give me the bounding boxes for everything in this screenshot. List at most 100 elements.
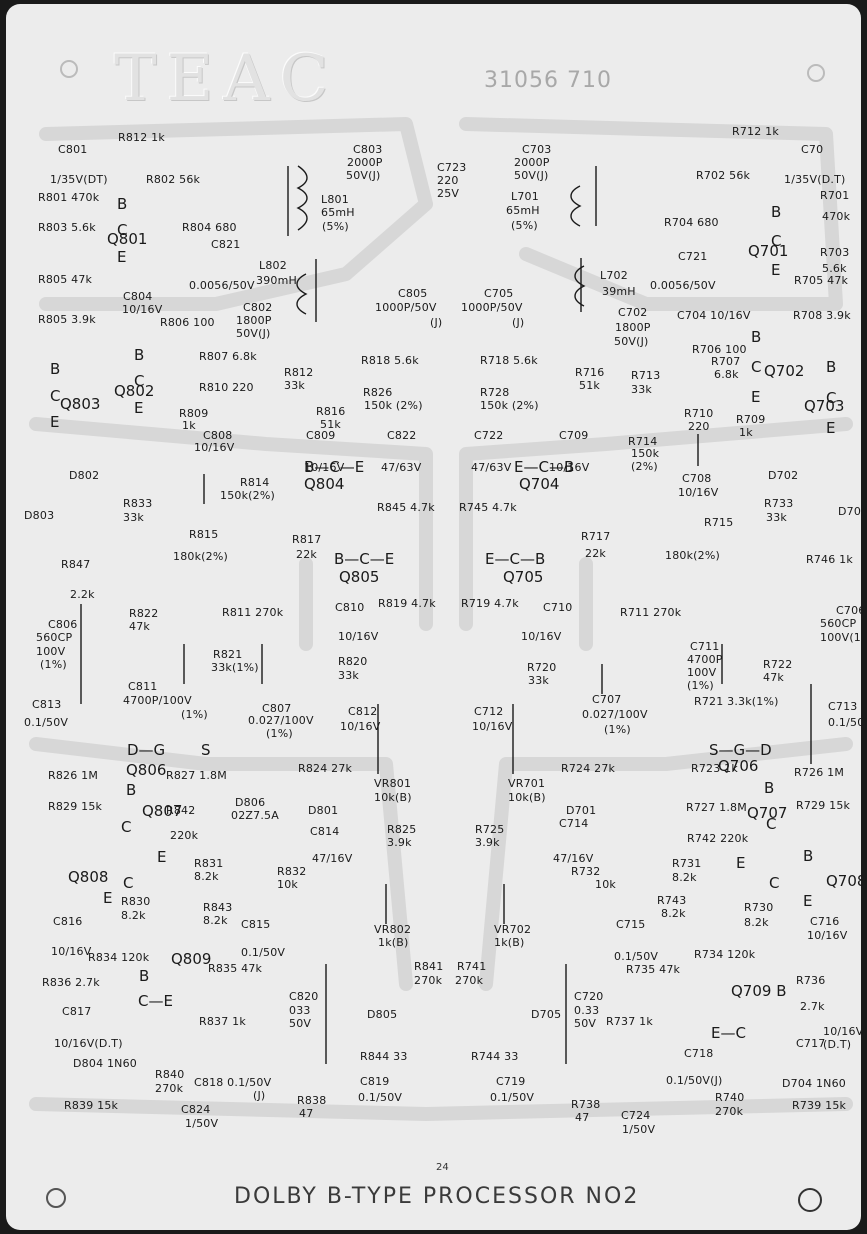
component-label: R702 56k	[696, 169, 751, 182]
component-label: R803 5.6k	[38, 221, 96, 234]
component-label: 47/16V	[312, 852, 353, 865]
transistor-label: Q804	[304, 475, 345, 493]
component-label: R718 5.6k	[480, 354, 538, 367]
transistor-label: C	[50, 387, 61, 405]
component-label: 33k	[338, 669, 359, 682]
component-label: 51k	[320, 418, 341, 431]
component-label: R735 47k	[626, 963, 681, 976]
component-label: 5.6k	[822, 262, 847, 275]
component-label: R821	[213, 648, 243, 661]
component-label: R713	[631, 369, 661, 382]
component-label: 0.1/50V	[241, 946, 286, 959]
component-label: 10k(B)	[508, 791, 546, 804]
component-label: R820	[338, 655, 368, 668]
component-label: C815	[241, 918, 271, 931]
component-label: 0.1/50V	[614, 950, 659, 963]
component-label: 270k	[155, 1082, 184, 1095]
component-label: C714	[559, 817, 589, 830]
component-label: 10/16V	[549, 461, 590, 474]
component-label: 6.8k	[714, 368, 739, 381]
component-label: 390mH	[256, 274, 297, 287]
component-label: C716	[810, 915, 840, 928]
transistor-label: E	[771, 261, 781, 279]
component-label: C801	[58, 143, 88, 156]
transistor-label: Q709 B	[731, 982, 787, 1000]
component-label: R812	[284, 366, 314, 379]
component-label: L702	[600, 269, 628, 282]
component-label: R734 120k	[694, 948, 756, 961]
component-label: 220	[688, 420, 710, 433]
transistor-label: C	[766, 815, 777, 833]
component-label: 47	[299, 1107, 314, 1120]
schematic-traces	[29, 117, 853, 1121]
component-label: L701	[511, 190, 539, 203]
component-label: R832	[277, 865, 307, 878]
transistor-label: C	[121, 818, 132, 836]
component-label: 51k	[579, 379, 600, 392]
transistor-label: E	[50, 413, 60, 431]
component-label: R741	[457, 960, 487, 973]
component-label: R819 4.7k	[378, 597, 436, 610]
component-label: C723	[437, 161, 467, 174]
component-label: 47	[575, 1111, 590, 1124]
component-label: 1000P/50V	[375, 301, 437, 314]
component-label: 47/63V	[381, 461, 422, 474]
component-label: R831	[194, 857, 224, 870]
component-label: 1k(B)	[494, 936, 525, 949]
component-label: 1/35V(DT)	[50, 173, 108, 186]
component-label: 10/16V	[338, 630, 379, 643]
transistor-label: Q809	[171, 950, 212, 968]
component-label: 4700P/100V	[123, 694, 192, 707]
transistor-label: E—C	[711, 1024, 746, 1042]
component-label: 47/16V	[553, 852, 594, 865]
component-label: R714	[628, 435, 658, 448]
component-label: 10/16V	[823, 1025, 861, 1038]
component-label: 0.1/50V	[358, 1091, 403, 1104]
component-label: R725	[475, 823, 505, 836]
component-label: 8.2k	[194, 870, 219, 883]
transistor-label: B	[126, 781, 137, 799]
component-label: C70	[801, 143, 824, 156]
component-label: R745 4.7k	[459, 501, 517, 514]
component-label: 3.9k	[475, 836, 500, 849]
component-label: 10/16V	[122, 303, 163, 316]
copper-traces	[29, 117, 853, 1121]
component-label: 2000P	[347, 156, 383, 169]
component-label: R703	[820, 246, 850, 259]
component-label: 0.1/50V(J)	[666, 1074, 723, 1087]
component-label: R715	[704, 516, 734, 529]
transistor-label: B	[764, 779, 775, 797]
component-label: R826	[363, 386, 393, 399]
component-label: 33k(1%)	[211, 661, 259, 674]
schematic-wires	[80, 165, 812, 1064]
component-label: 0.027/100V	[582, 708, 648, 721]
component-label: R811 270k	[222, 606, 284, 619]
component-label: R742 220k	[687, 832, 749, 845]
component-label: R717	[581, 530, 611, 543]
transistor-label: E	[157, 848, 167, 866]
component-label: C724	[621, 1109, 651, 1122]
component-label: R728	[480, 386, 510, 399]
component-label: 180k(2%)	[173, 550, 228, 563]
component-label: 8.2k	[661, 907, 686, 920]
component-label: 220	[437, 174, 459, 187]
board-title: DOLBY B-TYPE PROCESSOR NO2	[234, 1184, 640, 1209]
component-label: 39mH	[602, 285, 636, 298]
transistor-label: S	[201, 741, 211, 759]
component-label: 65mH	[506, 204, 540, 217]
component-label: 220k	[170, 829, 199, 842]
component-label: R838	[297, 1094, 327, 1107]
transistor-label: Q704	[519, 475, 560, 493]
component-label: R814	[240, 476, 270, 489]
transistor-label: C	[771, 232, 782, 250]
component-label: C712	[474, 705, 504, 718]
component-label: R707	[711, 355, 741, 368]
component-label: C805	[398, 287, 428, 300]
transistor-label: E	[803, 892, 813, 910]
component-label: 65mH	[321, 206, 355, 219]
component-label: R844 33	[360, 1050, 408, 1063]
component-label: R847	[61, 558, 91, 571]
component-label: R721 3.3k(1%)	[694, 695, 779, 708]
component-label: 50V(J)	[514, 169, 549, 182]
component-label: C711	[690, 640, 720, 653]
